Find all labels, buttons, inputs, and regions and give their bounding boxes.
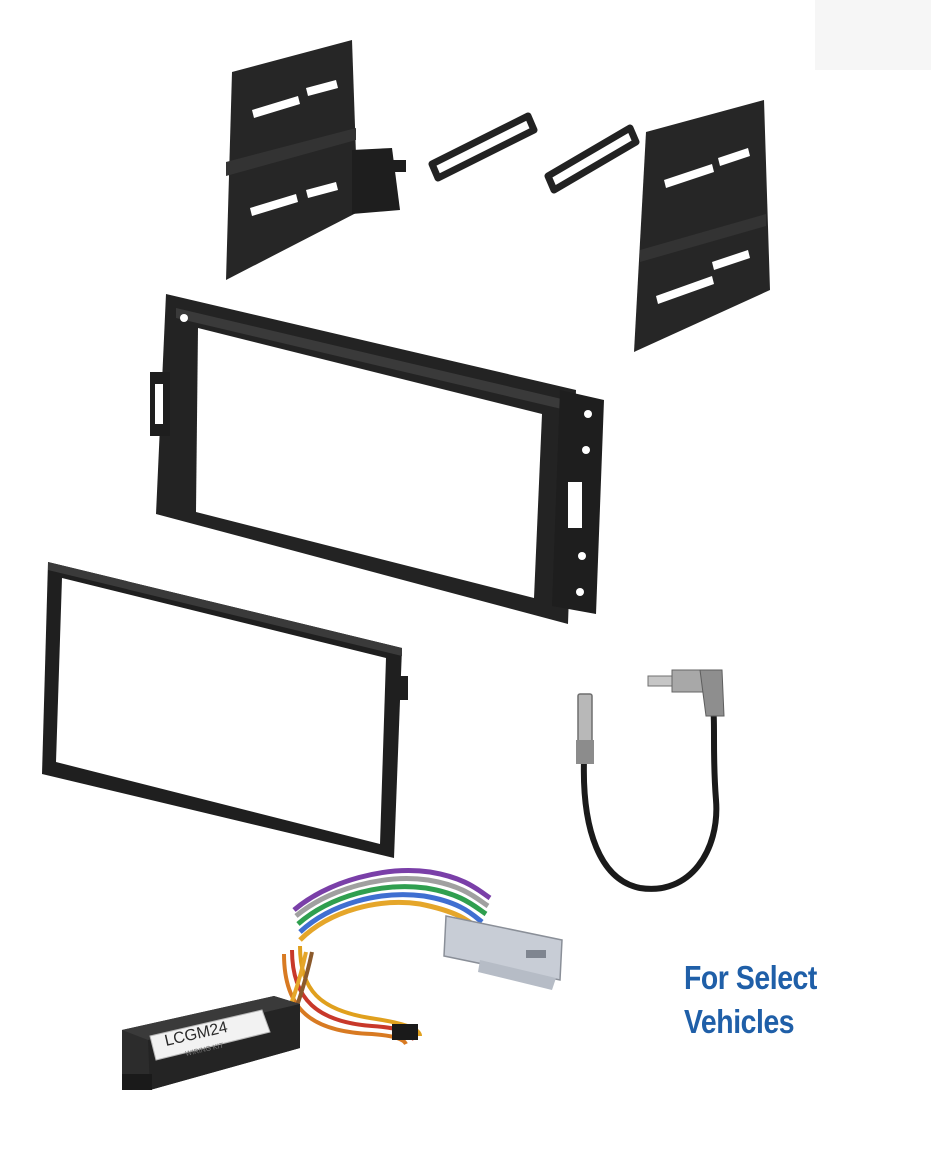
steering-wheel-interface-harness: LCGM24 WIRING KIT [122,868,563,1090]
dash-kit-frame [150,294,604,624]
antenna-adapter [576,669,725,892]
bracket-strap-left [428,112,538,182]
caption-line-1: For Select [684,959,817,996]
left-mounting-bracket [226,40,406,280]
right-mounting-bracket [634,100,770,352]
caption-line-2: Vehicles [684,1003,795,1040]
for-select-vehicles-caption: For Select Vehicles [684,956,873,1044]
trim-bezel [42,562,408,858]
bracket-strap-right [544,124,640,194]
